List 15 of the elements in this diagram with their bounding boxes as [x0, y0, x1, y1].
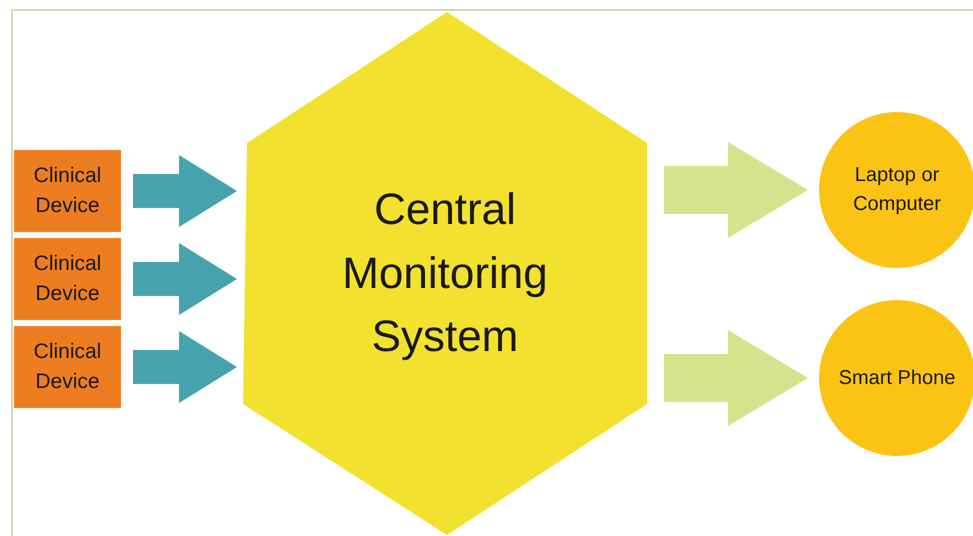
block-arrow [664, 142, 808, 238]
system-label: Central Monitoring System [341, 184, 549, 364]
device-box [14, 150, 121, 232]
node-label: Clinical Device [32, 250, 102, 307]
block-arrow [133, 243, 237, 315]
block-arrow [664, 330, 808, 426]
device-box [14, 326, 121, 408]
block-arrow [133, 155, 237, 227]
node-label: Clinical Device [32, 162, 102, 219]
block-arrow [133, 331, 237, 403]
node-label: Clinical Device [32, 338, 102, 395]
node-label: Smart Phone [838, 366, 956, 390]
system-hexagon [243, 12, 647, 535]
node-label: Laptop or Computer [852, 163, 942, 217]
device-box [14, 238, 121, 320]
